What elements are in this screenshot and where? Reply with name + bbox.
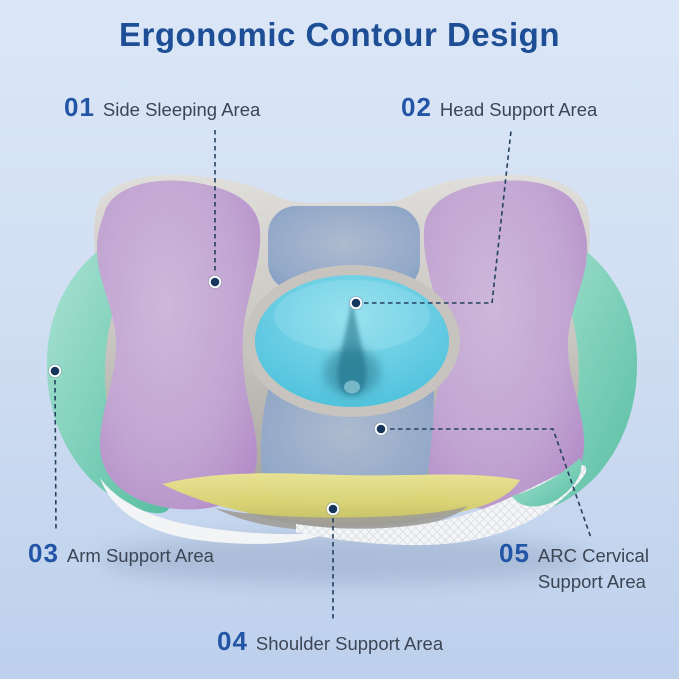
arm-support-tip-right xyxy=(512,458,582,507)
shoulder-support-band xyxy=(162,473,520,523)
side-sleeping-area-right xyxy=(423,180,588,510)
callout-side-sleeping-area: 01 Side Sleeping Area xyxy=(64,92,260,123)
side-sleeping-area-left xyxy=(96,180,261,510)
leader-line-03 xyxy=(54,379,57,533)
fabric-edge-left xyxy=(100,478,332,544)
callout-head-support-area: 02 Head Support Area xyxy=(401,92,597,123)
leader-line-02 xyxy=(364,130,512,304)
marker-dot-04 xyxy=(326,502,340,516)
marker-dot-01 xyxy=(208,275,222,289)
callout-number-04: 04 xyxy=(217,626,248,656)
callout-arm-support-area: 03 Arm Support Area xyxy=(28,538,214,569)
base-bottom-lip xyxy=(215,506,468,531)
callout-text-03: Arm Support Area xyxy=(66,545,214,566)
callout-number-05: 05 xyxy=(499,538,530,568)
arm-support-wing-left xyxy=(46,240,170,514)
marker-dots xyxy=(48,275,388,516)
marker-dot-03 xyxy=(48,364,62,378)
callout-arc-cervical-support-area: 05 ARC Cervical Support Area xyxy=(499,538,660,595)
callout-text-04: Shoulder Support Area xyxy=(255,633,444,654)
cervical-dimple xyxy=(337,298,367,395)
callout-shoulder-support-area: 04 Shoulder Support Area xyxy=(217,626,443,657)
fabric-mesh-right xyxy=(296,464,587,546)
callout-number-01: 01 xyxy=(64,92,95,122)
marker-dot-05 xyxy=(374,422,388,436)
cervical-dimple-bump xyxy=(344,380,360,394)
callout-number-02: 02 xyxy=(401,92,432,122)
arm-support-wing-right xyxy=(514,240,638,514)
callout-number-03: 03 xyxy=(28,538,59,568)
callout-text-01: Side Sleeping Area xyxy=(102,99,261,120)
callout-text-02: Head Support Area xyxy=(439,99,598,120)
page-title: Ergonomic Contour Design xyxy=(119,16,560,53)
leader-line-05 xyxy=(390,428,592,539)
marker-dot-02 xyxy=(349,296,363,310)
pillow-shadow xyxy=(100,535,590,585)
callout-text-05: ARC Cervical Support Area xyxy=(537,545,649,592)
